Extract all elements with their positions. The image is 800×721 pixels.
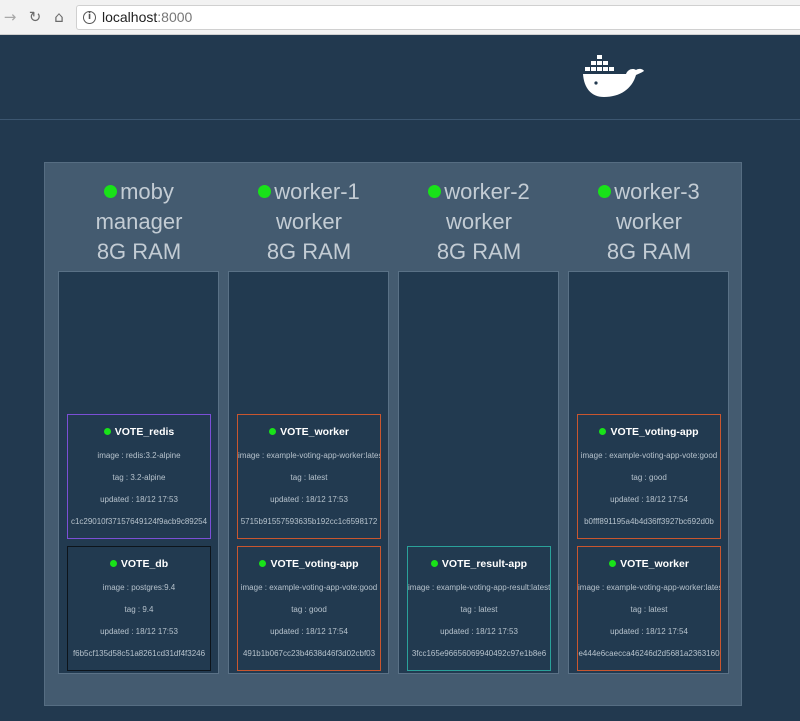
task-id: 5715b91557593635b192cc1c6598172 bbox=[240, 517, 378, 526]
info-icon[interactable]: i bbox=[83, 11, 96, 24]
task-updated: updated : 18/12 17:53 bbox=[270, 495, 348, 504]
task-id: e444e6caecca46246d2d5681a2363160 bbox=[578, 649, 720, 658]
task-id: b0fff891195a4b4d36ff3927bc692d0b bbox=[584, 517, 714, 526]
task-id: f6b5cf135d58c51a8261cd31df4f3246 bbox=[72, 649, 206, 658]
task-status-icon bbox=[609, 560, 617, 567]
task-updated: updated : 18/12 17:54 bbox=[610, 627, 688, 636]
task-card-vote-voting-app[interactable]: VOTE_voting-app image : example-voting-a… bbox=[237, 546, 381, 671]
node-status-icon bbox=[598, 185, 612, 198]
task-card-vote-db[interactable]: VOTE_db image : postgres:9.4 tag : 9.4 u… bbox=[67, 546, 211, 671]
node-header-moby: moby manager 8G RAM bbox=[95, 179, 183, 264]
task-tag: tag : 3.2-alpine bbox=[112, 473, 166, 482]
task-status-icon bbox=[109, 560, 117, 567]
task-image: image : postgres:9.4 bbox=[102, 583, 176, 592]
node-status-icon bbox=[428, 185, 442, 198]
node-column-worker-1: VOTE_worker image : example-voting-app-w… bbox=[228, 271, 389, 674]
task-status-icon bbox=[599, 428, 607, 435]
task-tag: tag : good bbox=[631, 473, 667, 482]
task-title: VOTE_db bbox=[68, 557, 210, 571]
task-image: image : redis:3.2-alpine bbox=[97, 451, 181, 460]
task-title: VOTE_worker bbox=[578, 557, 720, 571]
task-title: VOTE_voting-app bbox=[578, 425, 720, 439]
task-id: c1c29010f37157649124f9acb9c89254 bbox=[70, 517, 208, 526]
task-status-icon bbox=[430, 560, 438, 567]
node-header-worker-3: worker-3 worker 8G RAM bbox=[564, 177, 734, 267]
node-status-icon bbox=[104, 185, 118, 198]
task-image: image : example-voting-app-worker:latest bbox=[578, 583, 720, 592]
task-status-icon bbox=[103, 428, 111, 435]
task-status-icon bbox=[269, 428, 277, 435]
task-card-vote-voting-app[interactable]: VOTE_voting-app image : example-voting-a… bbox=[577, 414, 721, 539]
reload-icon[interactable]: ↻ bbox=[28, 8, 42, 26]
task-card-vote-worker[interactable]: VOTE_worker image : example-voting-app-w… bbox=[237, 414, 381, 539]
docker-whale-icon bbox=[583, 55, 644, 97]
task-card-vote-worker[interactable]: VOTE_worker image : example-voting-app-w… bbox=[577, 546, 721, 671]
address-bar[interactable]: i localhost:8000 bbox=[76, 5, 800, 30]
task-updated: updated : 18/12 17:53 bbox=[440, 627, 518, 636]
task-status-icon bbox=[259, 560, 267, 567]
task-title: VOTE_worker bbox=[238, 425, 380, 439]
task-title: VOTE_redis bbox=[68, 425, 210, 439]
task-tag: tag : good bbox=[291, 605, 327, 614]
app-header bbox=[0, 35, 800, 120]
node-status-icon bbox=[258, 185, 272, 198]
home-icon[interactable]: ⌂ bbox=[54, 8, 64, 26]
task-id: 3fcc165e96656069940492c97e1b8e6 bbox=[411, 649, 547, 658]
task-updated: updated : 18/12 17:54 bbox=[270, 627, 348, 636]
node-header-worker-1: worker-1 worker 8G RAM bbox=[224, 177, 394, 267]
node-column-moby: VOTE_redis image : redis:3.2-alpine tag … bbox=[58, 271, 219, 674]
task-tag: tag : latest bbox=[630, 605, 668, 614]
task-title: VOTE_voting-app bbox=[238, 557, 380, 571]
task-updated: updated : 18/12 17:54 bbox=[610, 495, 688, 504]
task-card-vote-redis[interactable]: VOTE_redis image : redis:3.2-alpine tag … bbox=[67, 414, 211, 539]
node-column-worker-2: VOTE_result-app image : example-voting-a… bbox=[398, 271, 559, 674]
back-arrow-icon[interactable]: → bbox=[3, 8, 17, 26]
node-column-worker-3: VOTE_voting-app image : example-voting-a… bbox=[568, 271, 729, 674]
task-tag: tag : latest bbox=[460, 605, 498, 614]
task-tag: tag : latest bbox=[290, 473, 328, 482]
task-image: image : example-voting-app-worker:latest bbox=[238, 451, 380, 460]
task-id: 491b1b067cc23b4638d46f3d02cbf03 bbox=[242, 649, 376, 658]
browser-toolbar: → ↻ ⌂ i localhost:8000 bbox=[0, 0, 800, 35]
task-tag: tag : 9.4 bbox=[124, 605, 154, 614]
task-updated: updated : 18/12 17:53 bbox=[100, 495, 178, 504]
node-header-worker-2: worker-2 worker 8G RAM bbox=[394, 177, 564, 267]
task-image: image : example-voting-app-vote:good bbox=[580, 451, 718, 460]
task-image: image : example-voting-app-result:latest bbox=[408, 583, 550, 592]
task-image: image : example-voting-app-vote:good bbox=[240, 583, 378, 592]
task-title: VOTE_result-app bbox=[408, 557, 550, 571]
swarm-panel: moby manager 8G RAM worker-1 worker 8G R… bbox=[44, 162, 742, 706]
task-card-vote-result-app[interactable]: VOTE_result-app image : example-voting-a… bbox=[407, 546, 551, 671]
task-updated: updated : 18/12 17:53 bbox=[100, 627, 178, 636]
url-text: localhost:8000 bbox=[102, 9, 193, 25]
